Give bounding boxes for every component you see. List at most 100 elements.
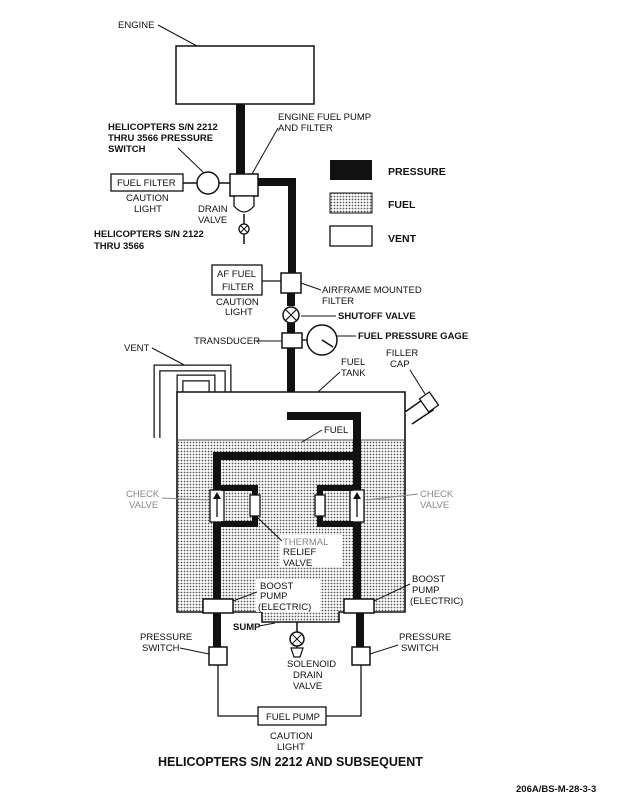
fuel-pump-caution: CAUTION (270, 731, 313, 742)
left-branch-line (213, 452, 221, 600)
left-check-label-1: CHECK (126, 489, 160, 500)
vent-label: VENT (124, 343, 150, 354)
thermal-label-3: VALVE (283, 558, 312, 569)
engine-filter-bowl (233, 195, 255, 213)
thermal-label-bg (280, 535, 342, 567)
sump-label: SUMP (233, 622, 261, 633)
fuel-tank-leader (317, 371, 341, 393)
right-check-leader (365, 493, 419, 501)
right-check-arrowhead (353, 492, 361, 499)
engine-pump-label-2: AND FILTER (278, 123, 333, 134)
fuel-filter-label: FUEL FILTER (117, 178, 176, 189)
left-ps-label-1: PRESSURE (140, 632, 192, 643)
left-ps-leader (179, 647, 210, 655)
right-boost-pump (343, 598, 375, 614)
pressure-line-engine (236, 104, 245, 176)
fuel-leader (301, 429, 323, 443)
left-boost-leader (232, 591, 258, 602)
drain-note-1: HELICOPTERS S/N 2122 (94, 229, 204, 240)
vent-line-inner (154, 365, 231, 438)
fuel-filter-light: LIGHT (134, 204, 162, 215)
legend-fuel-label: FUEL (388, 199, 416, 211)
transducer-box (281, 332, 303, 349)
left-check-leader (161, 497, 209, 501)
pressure-line-horizontal (258, 178, 296, 186)
right-check-label-2: VALVE (420, 500, 449, 511)
left-outlet-line (213, 613, 221, 647)
right-boost-label-3: (ELECTRIC) (410, 596, 463, 607)
tank-pressure-line-right-top (353, 412, 361, 460)
thermal-leader (257, 517, 283, 542)
gage-label: FUEL PRESSURE GAGE (358, 331, 468, 342)
af-fuel-label-1: AF FUEL (217, 269, 256, 280)
left-relief-loop (221, 485, 258, 527)
pressure-switch-note-2: THRU 3566 PRESSURE (108, 133, 213, 144)
fuel-filter-caution: CAUTION (126, 193, 169, 204)
legend-pressure-label: PRESSURE (388, 166, 446, 178)
drain-valve-label-1: DRAIN (198, 204, 228, 215)
pressure-line-down-4 (287, 348, 295, 420)
thermal-relief-valve (249, 494, 261, 517)
left-wire (217, 665, 258, 717)
filler-cap-icon (418, 391, 440, 413)
right-pressure-switch (351, 646, 371, 666)
engine-pump-leader (251, 127, 279, 175)
left-boost-label-1: BOOST (260, 581, 293, 592)
right-ps-label-1: PRESSURE (399, 632, 451, 643)
sump-leader (258, 622, 276, 627)
drain-valve-label-2: VALVE (198, 215, 227, 226)
fuel-pump-label: FUEL PUMP (266, 712, 320, 723)
legend-fuel-swatch (329, 192, 373, 214)
right-ps-label-2: SWITCH (401, 643, 439, 654)
fuel-pump-caution-box (257, 706, 327, 726)
filler-cap-label-1: FILLER (386, 348, 418, 359)
af-light: LIGHT (225, 307, 253, 318)
vent-line-tank-inner (177, 375, 215, 394)
legend-vent-label: VENT (388, 233, 417, 245)
left-ps-label-2: SWITCH (142, 643, 180, 654)
af-fuel-label-2: FILTER (222, 282, 254, 293)
solenoid-label-2: DRAIN (293, 670, 323, 681)
fuel-pump-light: LIGHT (277, 742, 305, 753)
engine-fuel-pump (229, 173, 259, 197)
pressure-switch-note-3: SWITCH (108, 144, 146, 155)
pressure-switch-note-1: HELICOPTERS S/N 2212 (108, 122, 218, 133)
left-boost-pump (202, 598, 234, 614)
right-boost-leader (373, 583, 411, 602)
fuel-tank-label-2: TANK (341, 368, 366, 379)
pressure-switch-leader (177, 147, 204, 173)
airframe-label-1: AIRFRAME MOUNTED (322, 285, 422, 296)
tank-pressure-line-header (213, 452, 361, 460)
solenoid-label-1: SOLENOID (287, 659, 336, 670)
right-boost-label-1: BOOST (412, 574, 445, 585)
right-outlet-line (356, 613, 364, 647)
legend-vent-swatch (329, 225, 373, 247)
right-wire (326, 665, 362, 717)
filler-cap-label-2: CAP (390, 359, 410, 370)
pressure-line-down-3 (287, 323, 295, 333)
solenoid-body (290, 647, 304, 658)
drain-valve-x2 (240, 225, 248, 233)
right-boost-label-2: PUMP (412, 585, 439, 596)
af-caution: CAUTION (216, 297, 259, 308)
drain-note-2: THRU 3566 (94, 241, 144, 252)
shutoff-label: SHUTOFF VALVE (338, 311, 416, 322)
pressure-switch-icon (196, 171, 220, 195)
shutoff-x2 (285, 309, 297, 321)
transducer-label: TRANSDUCER (194, 336, 260, 347)
figure-code: 206A/BS-M-28-3-3 (516, 784, 596, 795)
af-fuel-filter-box (211, 264, 263, 296)
airframe-label-2: FILTER (322, 296, 354, 307)
left-check-arrowhead (213, 492, 221, 499)
left-boost-label-2: PUMP (260, 591, 287, 602)
airframe-filter-box (280, 272, 302, 294)
right-relief-loop (317, 485, 353, 527)
solenoid-x2 (291, 633, 303, 645)
engine-pump-label-1: ENGINE FUEL PUMP (278, 112, 371, 123)
pressure-line-down-1 (288, 178, 296, 273)
left-boost-label-bg (256, 579, 320, 612)
engine-box (175, 45, 315, 105)
pressure-line-down-2 (287, 293, 295, 306)
airframe-leader (300, 282, 322, 291)
left-boost-label-3: (ELECTRIC) (258, 602, 311, 613)
